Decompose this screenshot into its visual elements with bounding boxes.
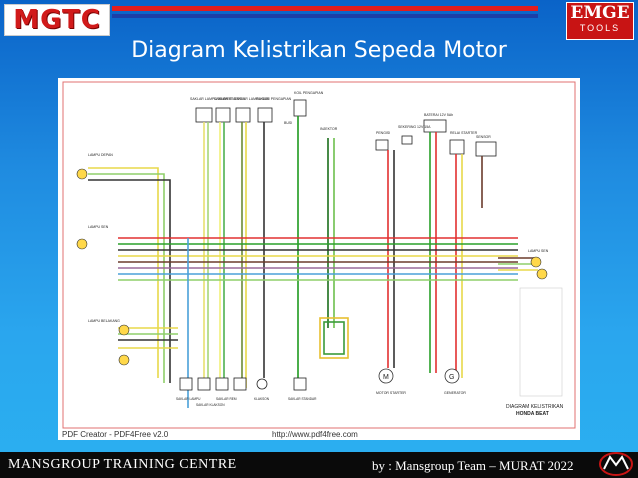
motor-label: MOTOR STARTER <box>376 391 406 395</box>
starter-relay <box>449 139 465 155</box>
diagram-model: HONDA BEAT <box>516 411 549 417</box>
pengisi-label: PENGISI <box>376 131 390 135</box>
color-legend <box>519 287 563 397</box>
turn-lamp-right-2-icon <box>536 268 548 280</box>
rectifier <box>375 139 389 151</box>
generator-icon <box>444 368 460 384</box>
bottom-switch-blocks <box>179 377 307 391</box>
bottom-switch-label-3: SAKLAR REM <box>216 397 237 401</box>
mgtc-logo: MGTC <box>4 4 110 36</box>
switch-label-4: SAKLAR PENGAPIAN <box>256 97 292 101</box>
pdf-creator-text: PDF Creator - PDF4Free v2.0 <box>62 430 169 439</box>
wiring-diagram-panel: SAKLAR LAMPU DIMMER SAKLAR STARTER SAKLA… <box>58 78 580 440</box>
busi-label: BUSI <box>284 121 292 125</box>
bottom-switch-label-1: SAKLAR LAMPU <box>176 397 201 401</box>
rear-lamp-icon <box>118 324 130 336</box>
switch-label-3: SAKLAR LAMPU SEN <box>234 97 269 101</box>
turn-lamp-left-icon <box>76 238 88 250</box>
footer-left-text: MANSGROUP TRAINING CENTRE <box>8 457 237 472</box>
bottom-switch-label-5: SAKLAR STANDAR <box>288 397 317 401</box>
battery <box>423 119 447 133</box>
motor-symbol: M <box>383 374 389 381</box>
generator-label: GENERATOR <box>444 391 466 395</box>
fuse-label: SEKERING 12V 15A <box>398 125 431 129</box>
wiring-harness <box>88 116 538 408</box>
left-lamp-top-label: LAMPU DEPAN <box>88 153 113 157</box>
fuse <box>401 135 413 145</box>
left-lamp-low-label: LAMPU BELAKANG <box>88 319 120 323</box>
footer-bar: MANSGROUP TRAINING CENTRE by : Mansgroup… <box>0 452 638 478</box>
sensor-label: SENSOR <box>476 135 491 139</box>
header-stripe-red <box>112 6 538 11</box>
header-stripe-blue <box>112 14 538 18</box>
switch-label-2: SAKLAR STARTER <box>214 97 245 101</box>
pdf-url-text: http://www.pdf4free.com <box>272 430 358 439</box>
relay-label: RELAI STARTER <box>450 131 478 135</box>
wiring-diagram: SAKLAR LAMPU DIMMER SAKLAR STARTER SAKLA… <box>62 81 576 439</box>
emge-logo-line1: EMGE <box>570 3 630 23</box>
emge-tools-logo: EMGE TOOLS <box>566 2 634 40</box>
slide-title: Diagram Kelistrikan Sepeda Motor <box>131 38 507 63</box>
generator-symbol: G <box>449 374 454 381</box>
mansgroup-logo-icon <box>599 452 633 476</box>
switch-label-1: SAKLAR LAMPU DIMMER <box>190 97 232 101</box>
coil-label: KOIL PENGAPIAN <box>294 91 324 95</box>
left-lamp-mid-label: LAMPU SEN <box>88 225 109 229</box>
ignition-coil <box>293 99 307 117</box>
bottom-switch-label-2: SAKLAR KLAKSON <box>196 403 225 407</box>
battery-label: BATERAI 12V 5Ah <box>424 113 453 117</box>
headlamp-icon <box>76 168 88 180</box>
top-switch-blocks <box>195 107 273 123</box>
mgtc-logo-text: MGTC <box>13 5 101 35</box>
starter-motor-icon <box>378 368 394 384</box>
diagram-caption: DIAGRAM KELISTRIKAN <box>506 404 564 410</box>
footer-right-text: by : Mansgroup Team – MURAT 2022 <box>372 458 574 473</box>
rear-turn-lamp-icon <box>118 354 130 366</box>
injector-label: INJEKTOR <box>320 127 338 131</box>
emge-logo-line2: TOOLS <box>579 23 621 33</box>
ecm-sensor-box <box>475 141 497 157</box>
turn-lamp-right-icon <box>530 256 542 268</box>
right-lamp-label: LAMPU SEN <box>528 249 549 253</box>
bottom-switch-label-4: KLAKSON <box>254 397 270 401</box>
